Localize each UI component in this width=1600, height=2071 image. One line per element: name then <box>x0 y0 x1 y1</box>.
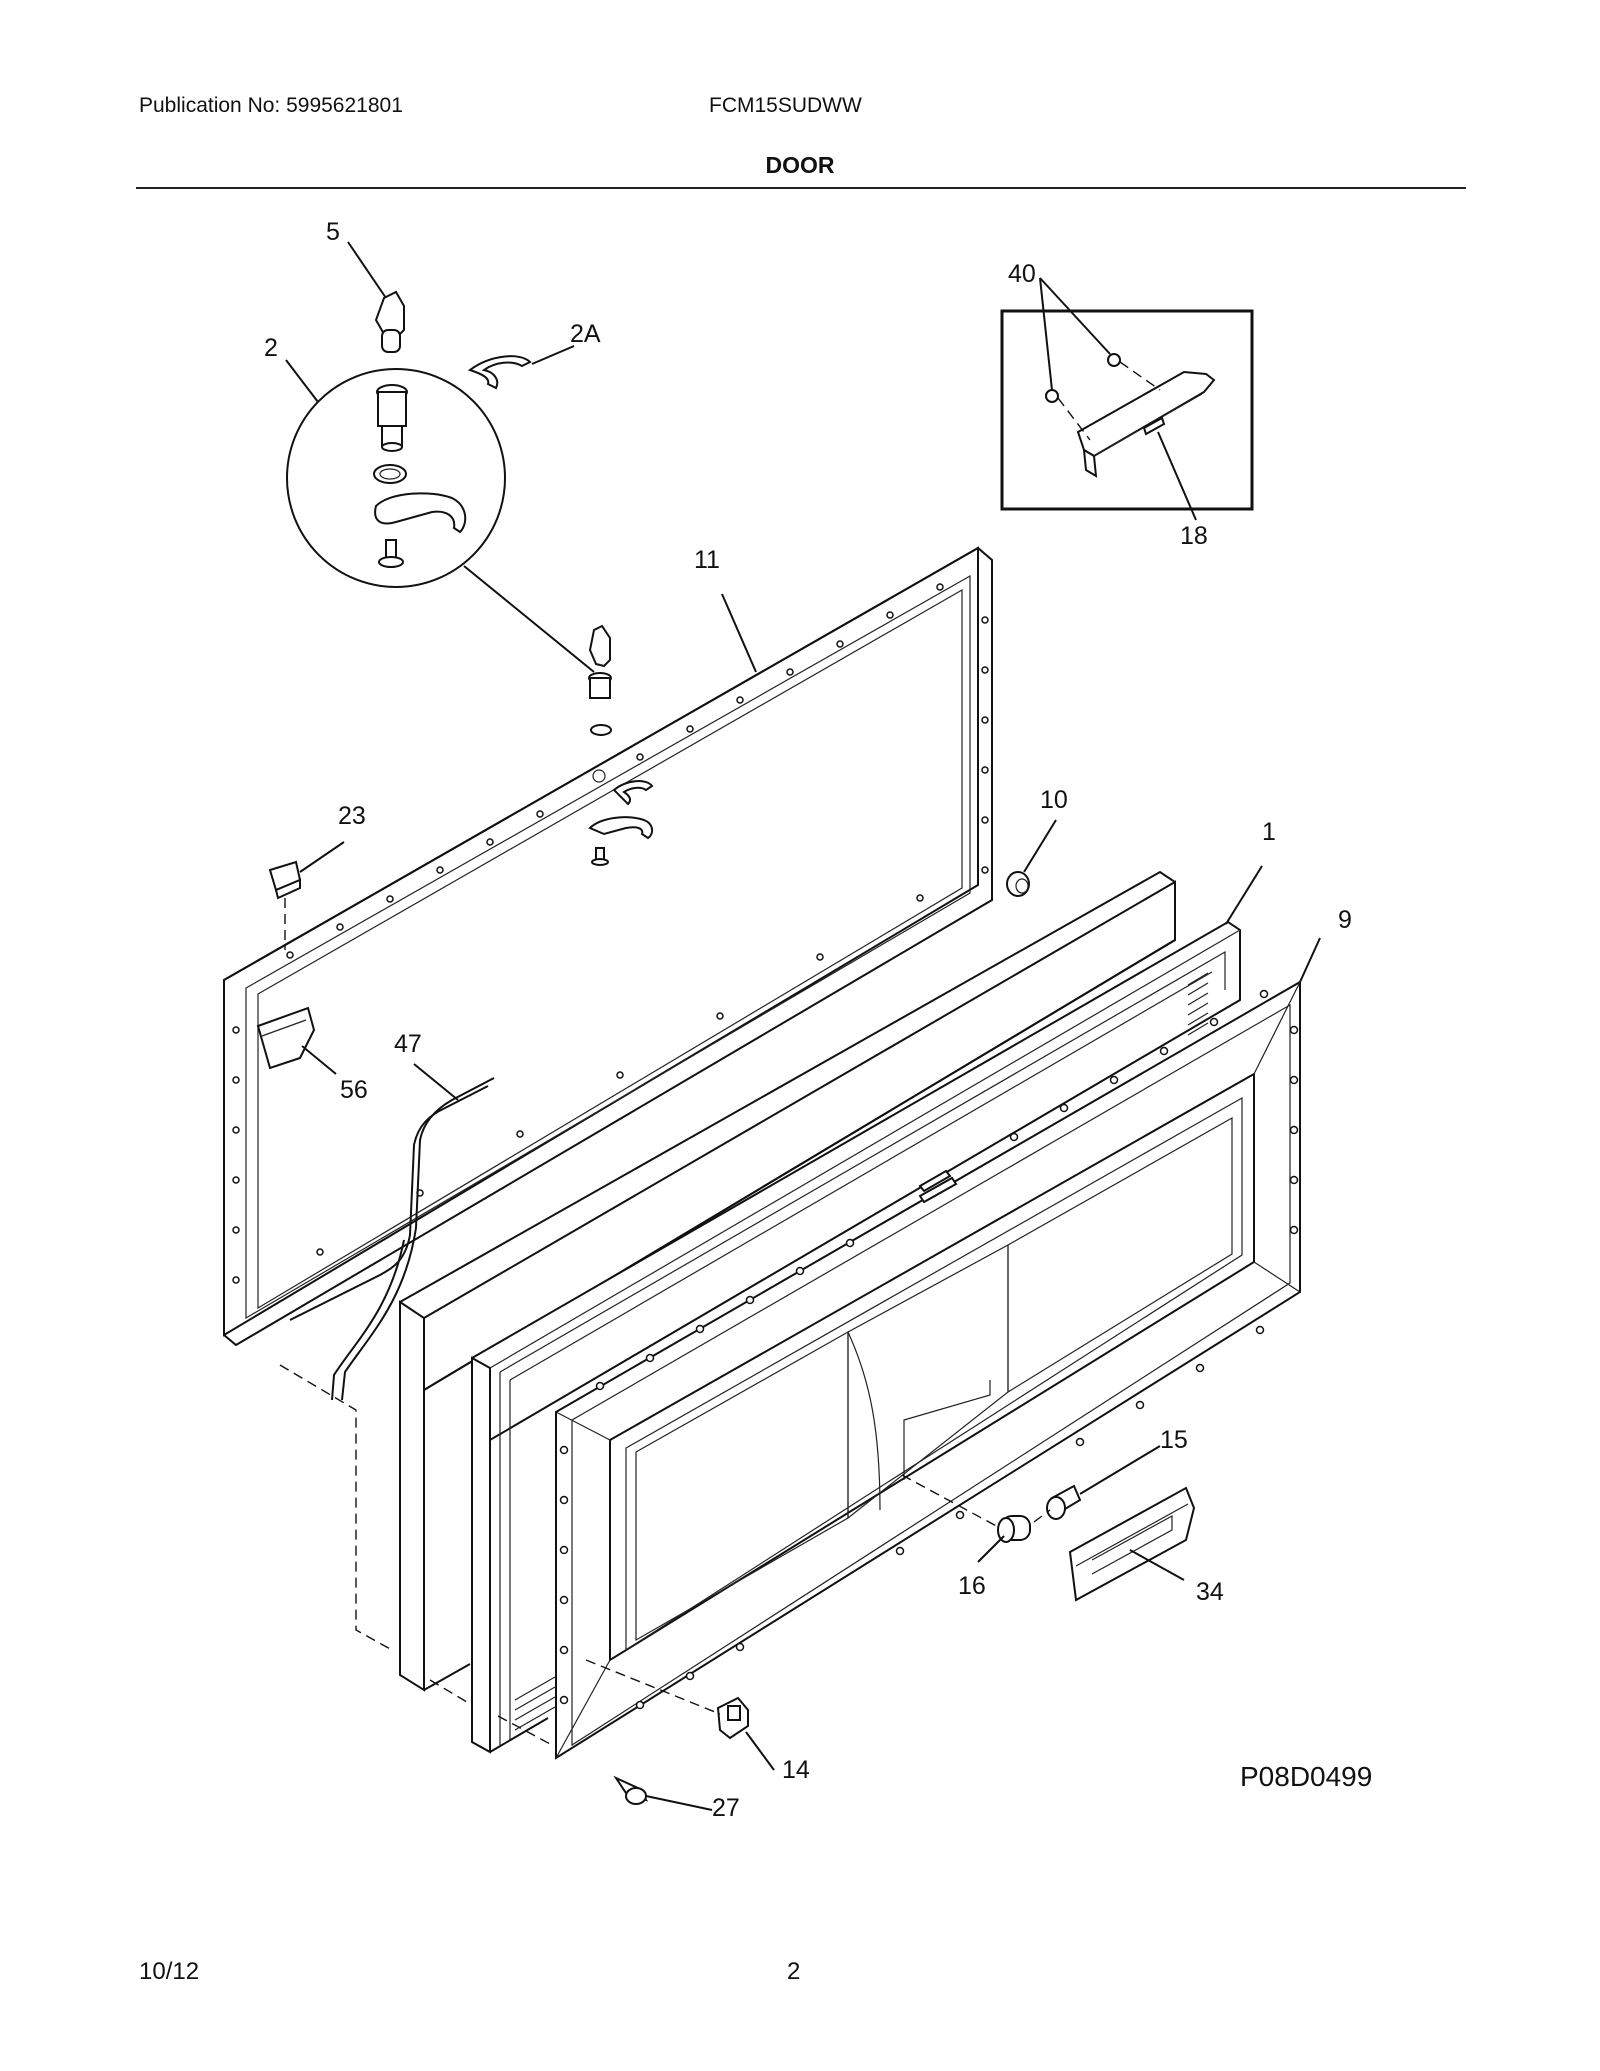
callout-2: 2 <box>264 334 278 362</box>
assembly-guide-lines <box>279 1364 1051 1746</box>
inner-door-liner-part <box>555 980 1301 1760</box>
hinge-bracket-part <box>268 860 302 950</box>
callout-16: 16 <box>958 1572 986 1600</box>
lock-detail-callout <box>286 368 595 673</box>
light-socket-part <box>997 1484 1082 1543</box>
callout-40: 40 <box>1008 260 1036 288</box>
door-outer-panel <box>399 870 1176 1692</box>
callout-56: 56 <box>340 1076 368 1104</box>
light-shield-part <box>1068 1486 1196 1602</box>
screw-part <box>613 1775 649 1805</box>
section-title: DOOR <box>765 152 835 178</box>
lock-clip-part <box>467 355 532 390</box>
callout-labels: 5 2 2A 40 18 11 10 1 9 23 47 56 15 16 34… <box>264 218 1372 1822</box>
installed-lock-stack <box>588 624 654 866</box>
callout-2a: 2A <box>570 320 601 348</box>
key-part <box>374 290 405 353</box>
callout-15: 15 <box>1160 1426 1188 1454</box>
page-number: 2 <box>787 1958 801 1985</box>
heater-wire-part <box>289 1077 495 1401</box>
publication-number: Publication No: 5995621801 <box>139 94 403 117</box>
latch-bracket-part <box>716 1696 749 1740</box>
callout-18: 18 <box>1180 522 1208 550</box>
leader-lines <box>285 241 1321 1811</box>
callout-23: 23 <box>338 802 366 830</box>
callout-14: 14 <box>782 1756 810 1784</box>
drawing-code: P08D0499 <box>1240 1761 1372 1792</box>
callout-10: 10 <box>1040 786 1068 814</box>
model-number: FCM15SUDWW <box>709 94 862 117</box>
callout-9: 9 <box>1338 906 1352 934</box>
callout-27: 27 <box>712 1794 740 1822</box>
callout-1: 1 <box>1262 818 1276 846</box>
callout-34: 34 <box>1196 1578 1224 1606</box>
callout-5: 5 <box>326 218 340 246</box>
revision-date: 10/12 <box>139 1958 200 1985</box>
door-cup-part <box>256 1006 316 1070</box>
callout-47: 47 <box>394 1030 422 1058</box>
plug-button-part <box>1006 871 1030 897</box>
door-gasket-part <box>471 920 1241 1754</box>
callout-11: 11 <box>694 546 720 574</box>
header-divider <box>136 187 1466 189</box>
door-liner-frame-part <box>223 546 993 1347</box>
handle-inset-box <box>1000 309 1254 511</box>
